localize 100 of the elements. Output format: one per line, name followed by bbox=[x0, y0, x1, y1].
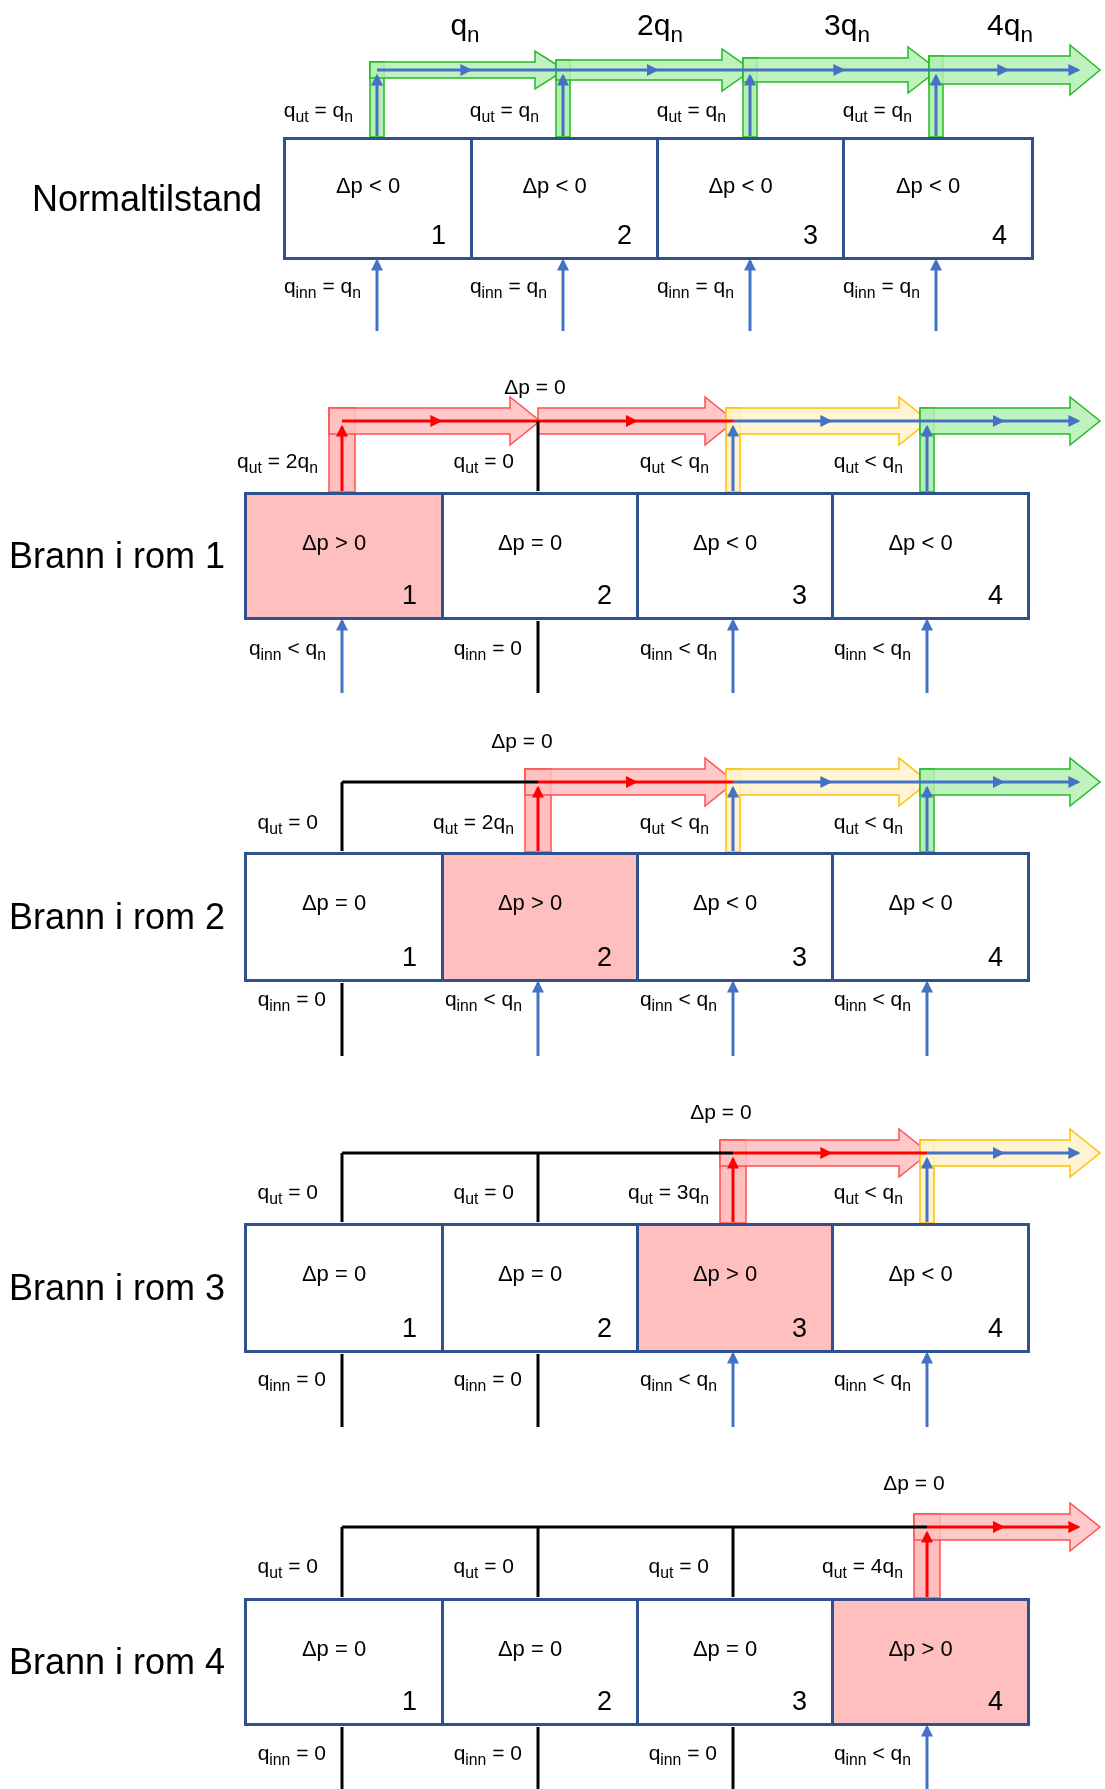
room-number: 4 bbox=[987, 580, 1003, 611]
room-number: 4 bbox=[991, 220, 1007, 251]
pressure-label: Δp > 0 bbox=[300, 529, 368, 556]
room-box bbox=[831, 852, 1030, 982]
flow-rate-label: q$_{ut}$ < q$_{n}$ bbox=[833, 449, 903, 477]
pressure-label: Δp = 0 bbox=[691, 1635, 759, 1662]
room-number: 2 bbox=[616, 220, 632, 251]
pressure-label: Δp = 0 bbox=[491, 729, 553, 753]
pressure-label: Δp = 0 bbox=[496, 1261, 564, 1288]
room-number: 1 bbox=[430, 220, 446, 251]
flow-rate-label: q$_{inn}$ < q$_{n}$ bbox=[248, 636, 326, 664]
room-box bbox=[470, 137, 659, 260]
exhaust-arrow bbox=[532, 785, 544, 851]
flow-rate-label: q$_{inn}$ = q$_{n}$ bbox=[469, 274, 547, 302]
flow-rate-label: q$_{ut}$ = 0 bbox=[257, 1180, 318, 1208]
flow-rate-label: q$_{inn}$ = q$_{n}$ bbox=[656, 274, 734, 302]
exhaust-arrow bbox=[921, 1530, 933, 1597]
flow-rate-label: q$_{inn}$ = 0 bbox=[453, 636, 522, 664]
duct-line bbox=[340, 1727, 344, 1789]
flow-rate-label: q$_{ut}$ = 0 bbox=[648, 1554, 709, 1582]
flow-rate-label: q$_{ut}$ = 0 bbox=[257, 1554, 318, 1582]
pressure-label: Δp < 0 bbox=[521, 173, 588, 200]
pressure-label: Δp < 0 bbox=[894, 173, 962, 200]
duct-line bbox=[340, 983, 344, 1056]
room-box bbox=[831, 492, 1030, 620]
exhaust-arrow bbox=[921, 1156, 933, 1222]
flow-rate-label: q$_{ut}$ = q$_{n}$ bbox=[656, 98, 726, 126]
pressure-label: Δp = 0 bbox=[883, 1471, 945, 1495]
supply-arrow bbox=[727, 618, 739, 693]
supply-arrow bbox=[371, 258, 383, 331]
flow-rate-label: q$_{inn}$ < q$_{n}$ bbox=[833, 636, 911, 664]
exhaust-arrow bbox=[727, 785, 739, 851]
duct-line bbox=[340, 782, 344, 851]
supply-arrow bbox=[336, 618, 348, 693]
pressure-label: Δp > 0 bbox=[496, 890, 564, 917]
flow-rate-label: q$_{inn}$ < q$_{n}$ bbox=[833, 1367, 911, 1395]
room-number: 3 bbox=[791, 1313, 807, 1344]
supply-arrow bbox=[727, 1351, 739, 1427]
total-flow-label: 4q$_{n}$ bbox=[987, 8, 1033, 48]
duct-line bbox=[536, 1153, 540, 1222]
room-number: 2 bbox=[596, 1686, 612, 1717]
pressure-label: Δp < 0 bbox=[691, 890, 759, 917]
exhaust-arrow bbox=[371, 73, 383, 136]
room-box bbox=[842, 137, 1034, 260]
flow-rate-label: q$_{inn}$ = q$_{n}$ bbox=[842, 274, 920, 302]
exhaust-arrow bbox=[727, 424, 739, 491]
pressure-label: Δp > 0 bbox=[887, 1635, 954, 1662]
room-box bbox=[636, 1598, 834, 1726]
flow-rate-label: q$_{ut}$ < q$_{n}$ bbox=[639, 449, 709, 477]
supply-arrow bbox=[532, 980, 544, 1056]
duct-line bbox=[536, 1354, 540, 1427]
exhaust-arrow bbox=[744, 73, 756, 136]
flow-rate-label: q$_{ut}$ < q$_{n}$ bbox=[833, 810, 903, 838]
room-number: 3 bbox=[791, 1686, 807, 1717]
row-title: Brann i rom 1 bbox=[9, 536, 226, 576]
duct-line bbox=[731, 1527, 735, 1597]
room-box bbox=[244, 492, 444, 620]
room-number: 4 bbox=[987, 942, 1003, 973]
pressure-label: Δp = 0 bbox=[504, 375, 566, 399]
supply-arrow bbox=[744, 258, 756, 331]
room-box bbox=[636, 492, 834, 620]
flow-rate-label: q$_{inn}$ = 0 bbox=[453, 1741, 522, 1769]
row-title: Brann i rom 4 bbox=[9, 1642, 226, 1682]
supply-arrow bbox=[921, 1724, 933, 1789]
room-number: 1 bbox=[401, 1313, 417, 1344]
room-number: 1 bbox=[401, 942, 417, 973]
pressure-label: Δp = 0 bbox=[300, 1261, 368, 1288]
room-box bbox=[441, 492, 639, 620]
pressure-label: Δp = 0 bbox=[496, 1635, 564, 1662]
flow-rate-label: q$_{ut}$ < q$_{n}$ bbox=[639, 810, 709, 838]
room-number: 2 bbox=[596, 942, 612, 973]
room-box bbox=[441, 852, 639, 982]
supply-arrow bbox=[557, 258, 569, 331]
pressure-label: Δp > 0 bbox=[691, 1261, 759, 1288]
flow-rate-label: q$_{inn}$ < q$_{n}$ bbox=[833, 987, 911, 1015]
room-box bbox=[831, 1598, 1030, 1726]
duct-line bbox=[536, 621, 540, 693]
flow-rate-label: q$_{ut}$ = 0 bbox=[257, 810, 318, 838]
total-flow-label: 2q$_{n}$ bbox=[637, 8, 683, 48]
room-box bbox=[441, 1598, 639, 1726]
room-number: 3 bbox=[791, 942, 807, 973]
room-box bbox=[441, 1223, 639, 1353]
flow-rate-label: q$_{inn}$ < q$_{n}$ bbox=[639, 636, 717, 664]
pressure-label: Δp = 0 bbox=[300, 1635, 368, 1662]
flow-rate-label: q$_{ut}$ = 2q$_{n}$ bbox=[433, 810, 514, 838]
exhaust-arrow bbox=[557, 73, 569, 136]
row-title: Brann i rom 3 bbox=[9, 1268, 226, 1308]
flow-rate-label: q$_{inn}$ = 0 bbox=[648, 1741, 717, 1769]
flow-rate-label: q$_{inn}$ = 0 bbox=[257, 1741, 326, 1769]
flow-rate-label: q$_{ut}$ = 4q$_{n}$ bbox=[822, 1554, 903, 1582]
total-flow-label: q$_{n}$ bbox=[450, 8, 480, 48]
exhaust-arrow bbox=[930, 73, 942, 136]
exhaust-arrow bbox=[921, 424, 933, 491]
flow-rate-label: q$_{inn}$ < q$_{n}$ bbox=[444, 987, 522, 1015]
total-flow-label: 3q$_{n}$ bbox=[824, 8, 870, 48]
flow-rate-label: q$_{inn}$ = 0 bbox=[257, 987, 326, 1015]
room-box bbox=[283, 137, 473, 260]
pressure-label: Δp < 0 bbox=[707, 173, 774, 200]
flow-rate-label: q$_{ut}$ = 2q$_{n}$ bbox=[237, 449, 318, 477]
flow-rate-label: q$_{ut}$ = q$_{n}$ bbox=[469, 98, 539, 126]
